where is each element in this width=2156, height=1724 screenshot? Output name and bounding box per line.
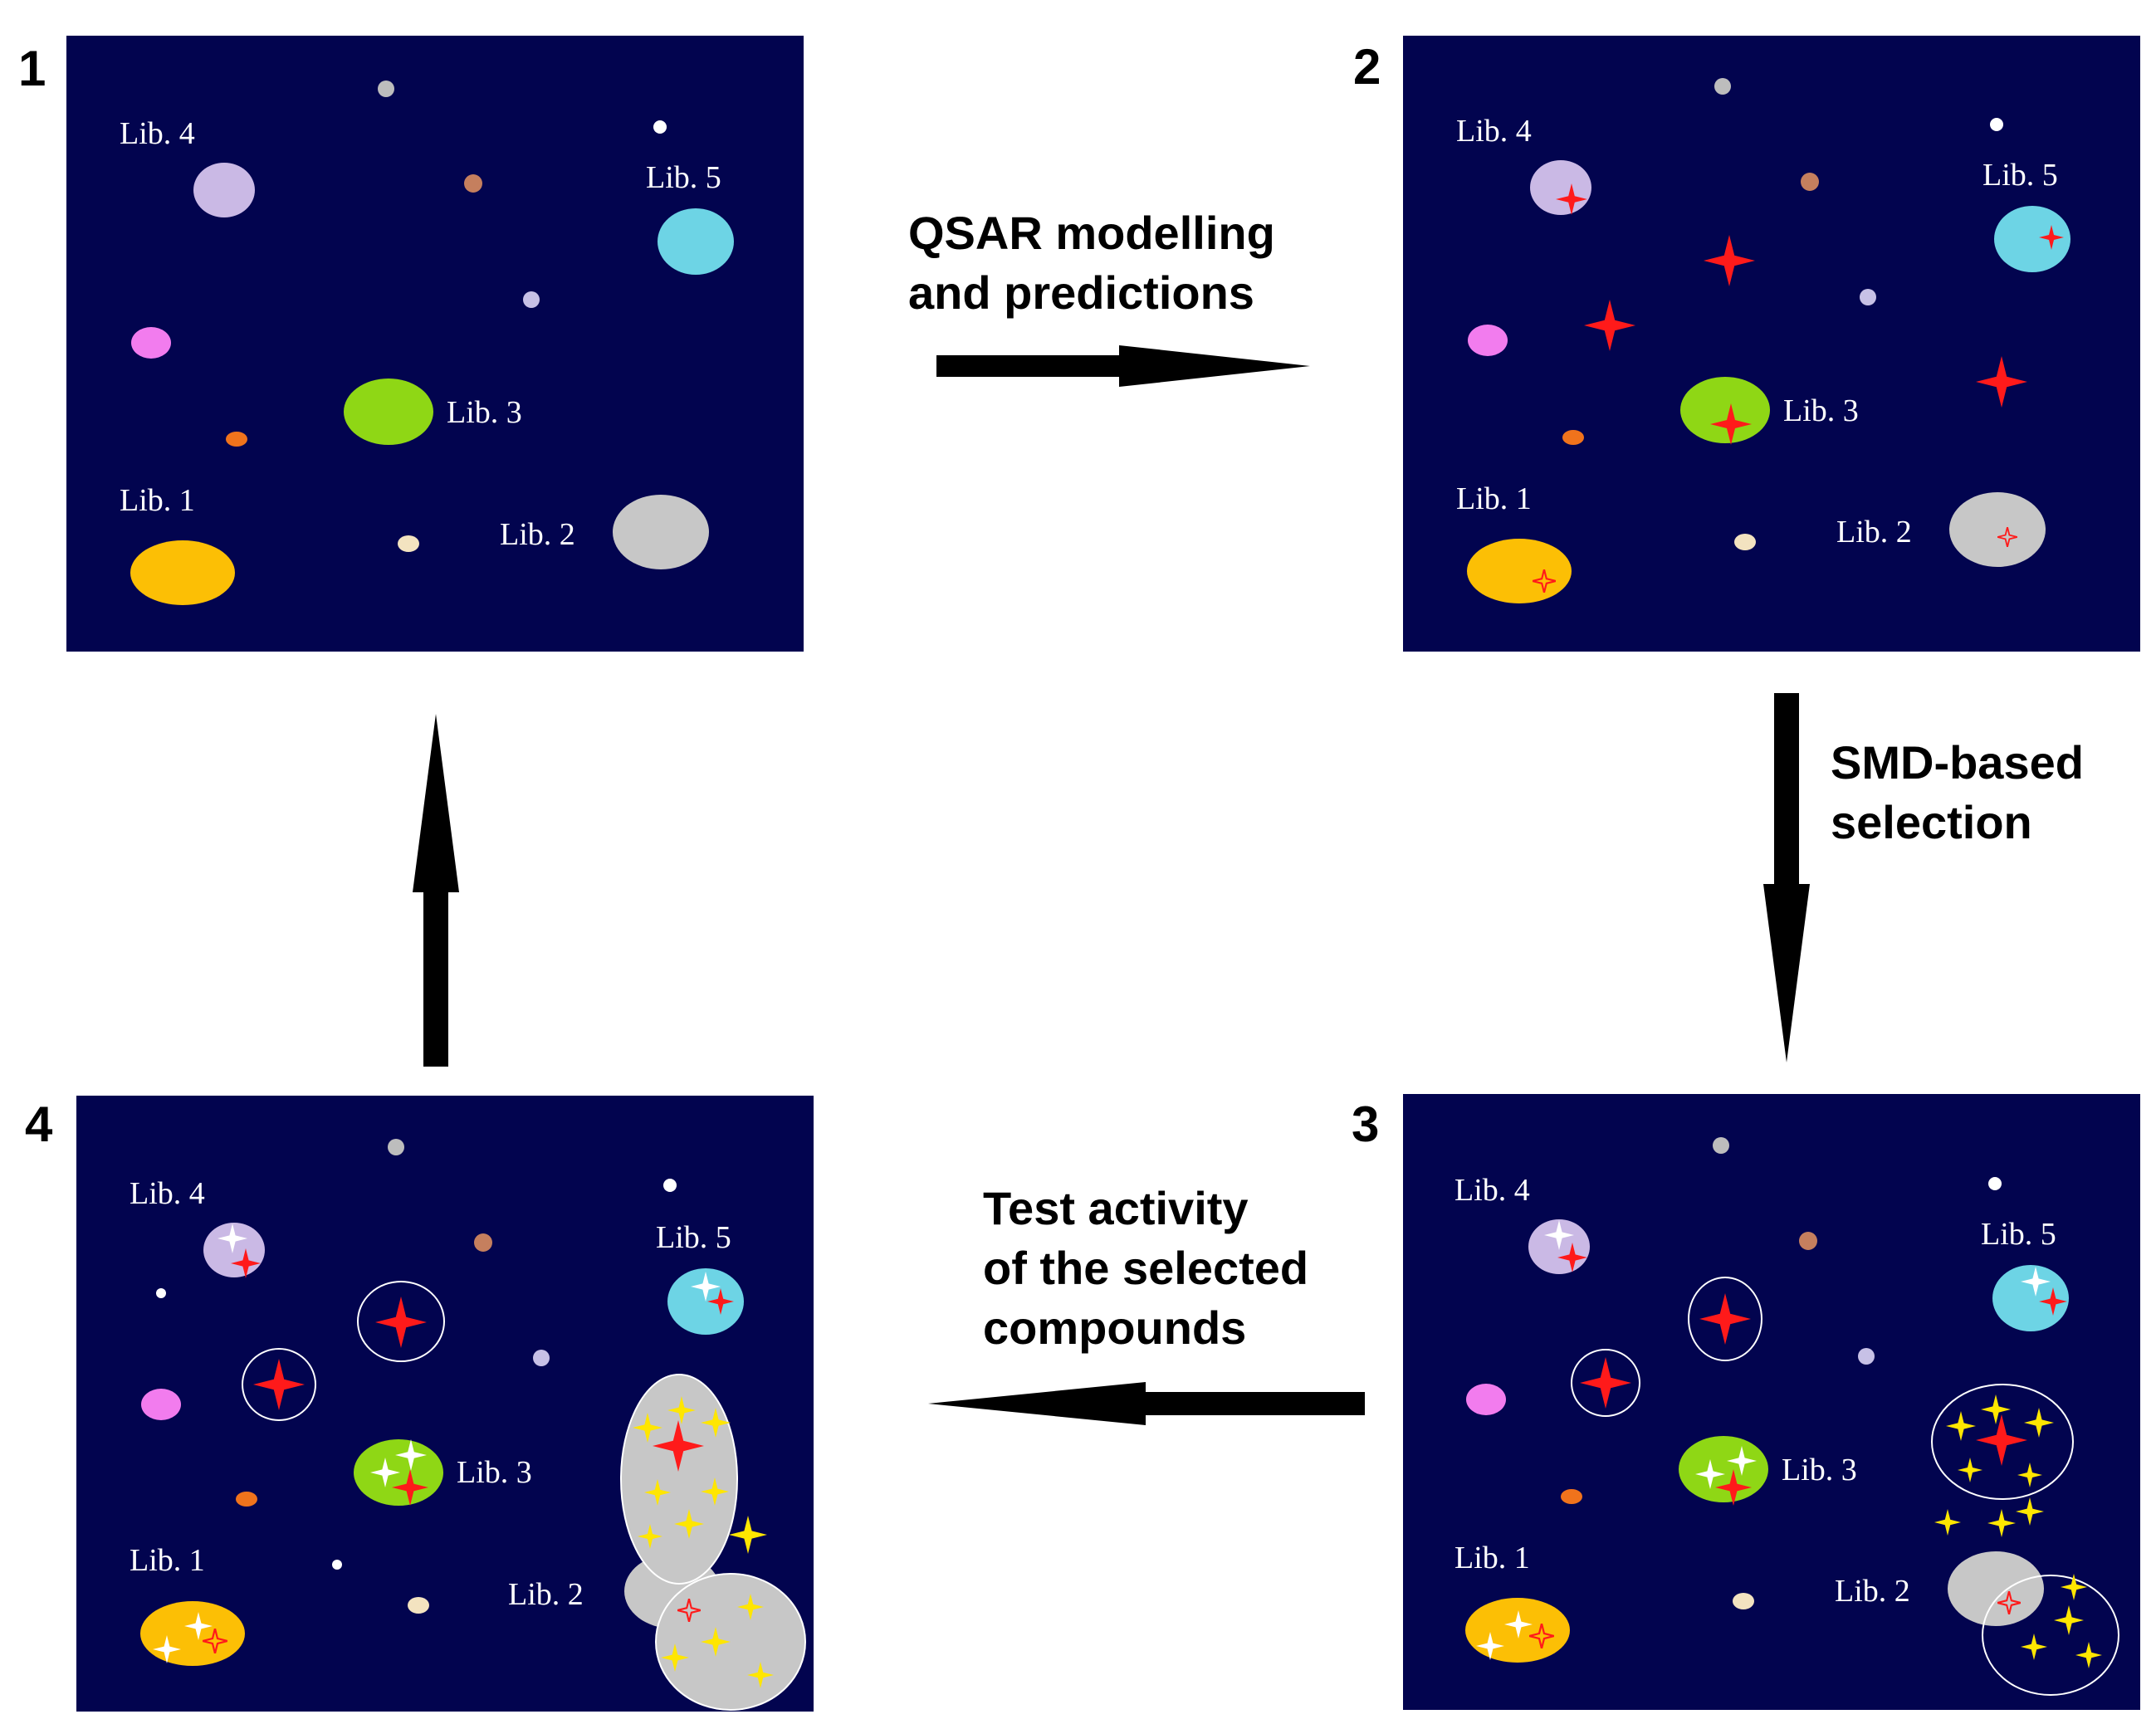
small-dot (474, 1233, 492, 1252)
selection-circle (1688, 1277, 1762, 1361)
panel-number-3: 3 (1352, 1096, 1379, 1152)
small-dot (1801, 173, 1819, 191)
lib-label-1: Lib. 1 (1456, 481, 1532, 516)
small-dot (131, 327, 171, 359)
lib-label-4: Lib. 4 (130, 1176, 205, 1211)
step-label-test-line-3: compounds (983, 1302, 1246, 1354)
lib-label-4: Lib. 4 (1456, 114, 1532, 149)
lib-label-3: Lib. 3 (1782, 1453, 1857, 1487)
lib-label-3: Lib. 3 (447, 395, 522, 430)
lib-label-3: Lib. 3 (457, 1455, 532, 1490)
arrow-left (928, 1382, 1365, 1425)
small-dot (332, 1560, 342, 1570)
selection-circle (1982, 1575, 2119, 1696)
panel-2: Lib. 1 Lib. 2 Lib. 3 Lib. 4 Lib. 5 (1403, 36, 2140, 652)
small-dot (1561, 1489, 1582, 1504)
lib-label-4: Lib. 4 (120, 116, 195, 151)
lib-label-5: Lib. 5 (1981, 1217, 2056, 1252)
selection-circle (357, 1281, 445, 1362)
arrow-right (936, 345, 1310, 387)
library-5-blob (658, 208, 734, 275)
panel-number-1: 1 (18, 41, 46, 96)
library-5-blob (1992, 1265, 2069, 1331)
library-2-blob (613, 495, 709, 569)
lib-label-1: Lib. 1 (130, 1543, 205, 1578)
small-dot (408, 1597, 429, 1614)
small-dot (653, 120, 667, 134)
enriched-area (620, 1374, 738, 1585)
step-label-qsar-line-2: and predictions (908, 266, 1254, 319)
selection-circle (242, 1348, 316, 1421)
step-label-qsar-line-1: QSAR modelling (908, 207, 1275, 259)
panel-3: Lib. 1 Lib. 2 Lib. 3 Lib. 4 Lib. 5 (1403, 1094, 2140, 1710)
lib-label-2: Lib. 2 (1836, 515, 1912, 549)
step-label-smd-line-1: SMD-based (1831, 736, 2084, 789)
small-dot (1562, 430, 1584, 445)
lib-label-5: Lib. 5 (656, 1220, 731, 1255)
small-dot (663, 1179, 677, 1192)
small-dot (236, 1492, 257, 1507)
small-dot (1466, 1384, 1506, 1415)
selection-circle (1571, 1349, 1640, 1417)
small-dot (1733, 1593, 1754, 1609)
library-3-blob (1679, 1436, 1768, 1502)
small-dot (226, 432, 247, 447)
small-dot (1858, 1348, 1875, 1365)
step-label-test-line-1: Test activity (983, 1182, 1249, 1234)
lib-label-2: Lib. 2 (1835, 1574, 1910, 1609)
small-dot (388, 1139, 404, 1155)
small-dot (156, 1288, 166, 1298)
library-3-blob (1680, 377, 1770, 443)
small-dot (141, 1389, 181, 1420)
lib-label-4: Lib. 4 (1454, 1173, 1530, 1208)
panel-number-2: 2 (1353, 39, 1381, 95)
lib-label-3: Lib. 3 (1783, 393, 1859, 428)
library-2-blob (1948, 1551, 2044, 1626)
library-5-blob (667, 1268, 744, 1335)
library-5-blob (1994, 206, 2070, 272)
small-dot (464, 174, 482, 193)
arrow-up (413, 714, 459, 1067)
lib-label-2: Lib. 2 (508, 1577, 584, 1612)
arrow-down (1763, 693, 1810, 1062)
small-dot (533, 1350, 550, 1366)
library-4-blob (1530, 160, 1591, 215)
lib-label-5: Lib. 5 (646, 160, 721, 195)
step-label-test-line-2: of the selected (983, 1242, 1308, 1294)
selection-circle (1931, 1384, 2074, 1500)
library-2-blob (1949, 492, 2046, 567)
panel-4: Lib. 1 Lib. 2 Lib. 3 Lib. 4 Lib. 5 (76, 1096, 814, 1712)
small-dot (1734, 534, 1756, 550)
lib-label-1: Lib. 1 (1454, 1541, 1530, 1575)
small-dot (1714, 78, 1731, 95)
library-1-blob (130, 540, 235, 605)
small-dot (398, 535, 419, 552)
small-dot (1468, 325, 1508, 356)
small-dot (378, 81, 394, 97)
panel-number-4: 4 (25, 1096, 53, 1152)
lib-label-2: Lib. 2 (500, 517, 575, 552)
library-4-blob (193, 163, 255, 217)
library-1-blob (140, 1601, 245, 1666)
step-label-smd-line-2: selection (1831, 796, 2032, 848)
library-3-blob (344, 378, 433, 445)
small-dot (1713, 1137, 1729, 1154)
panel-1: Lib. 1 Lib. 2 Lib. 3 Lib. 4 Lib. 5 (66, 36, 804, 652)
small-dot (523, 291, 540, 308)
library-1-blob (1467, 539, 1572, 603)
small-dot (1990, 118, 2003, 131)
small-dot (1860, 289, 1876, 305)
small-dot (1799, 1232, 1817, 1250)
lib-label-1: Lib. 1 (120, 483, 195, 518)
lib-label-5: Lib. 5 (1982, 158, 2058, 193)
small-dot (1988, 1177, 2002, 1190)
